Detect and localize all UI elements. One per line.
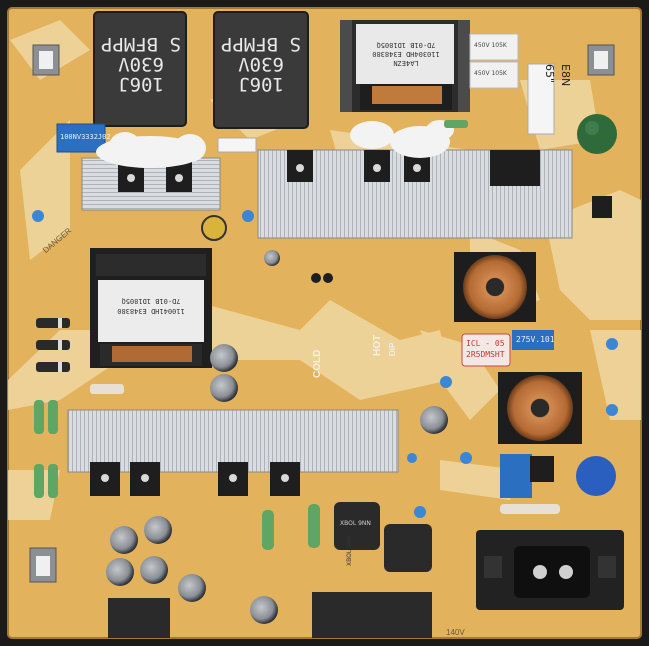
ac-inlet	[476, 530, 624, 610]
dip-label: DIP	[388, 342, 397, 356]
toroid-upper	[454, 252, 536, 322]
transistors-bottom	[90, 462, 300, 496]
ceramic-caps	[32, 210, 618, 518]
capacitor-blue-top	[56, 123, 106, 153]
hot-label: HOT	[372, 334, 383, 356]
transformer-middle	[90, 248, 212, 368]
film-capacitor-right	[213, 11, 309, 129]
cap-elec-2	[210, 374, 238, 402]
connector-bottom-left	[108, 598, 170, 638]
x-capacitor-2	[500, 454, 532, 498]
icl-thermistor	[461, 333, 511, 367]
x-capacitor	[512, 330, 554, 350]
heatsink-lower	[67, 409, 399, 473]
cap-white-1	[469, 33, 519, 61]
misc-components	[90, 120, 612, 514]
inductor-1	[334, 502, 380, 550]
mounting-clip-tl	[32, 44, 60, 76]
mounting-clip-tr	[587, 44, 615, 76]
film-cap-right-label: 106J 630V S BFMPP	[220, 33, 302, 95]
label-sticker	[527, 63, 555, 135]
connector-bottom-mid	[312, 592, 432, 638]
electrolytic-caps-bottom	[106, 406, 448, 624]
inductor-2	[384, 524, 432, 572]
cap-yellow	[201, 215, 227, 241]
film-capacitor-left	[93, 11, 187, 127]
cap-white-2	[469, 61, 519, 89]
cap-elec-1	[210, 344, 238, 372]
resistors-green	[34, 400, 320, 550]
varistor-green	[577, 114, 617, 154]
toroid-lower	[498, 372, 582, 444]
small-sticker	[217, 137, 257, 153]
cap-elec-3	[264, 250, 280, 266]
disc-cap-blue	[576, 456, 616, 496]
film-cap-left-label: 106J 630V S BFMPP	[100, 33, 182, 95]
transformer-top	[340, 20, 470, 112]
glue-blobs	[96, 120, 454, 168]
cold-label: COLD	[312, 349, 323, 378]
diodes-left	[36, 318, 70, 372]
bottom-voltage-label: 140V	[446, 628, 465, 637]
mounting-clip-bl	[29, 547, 57, 583]
